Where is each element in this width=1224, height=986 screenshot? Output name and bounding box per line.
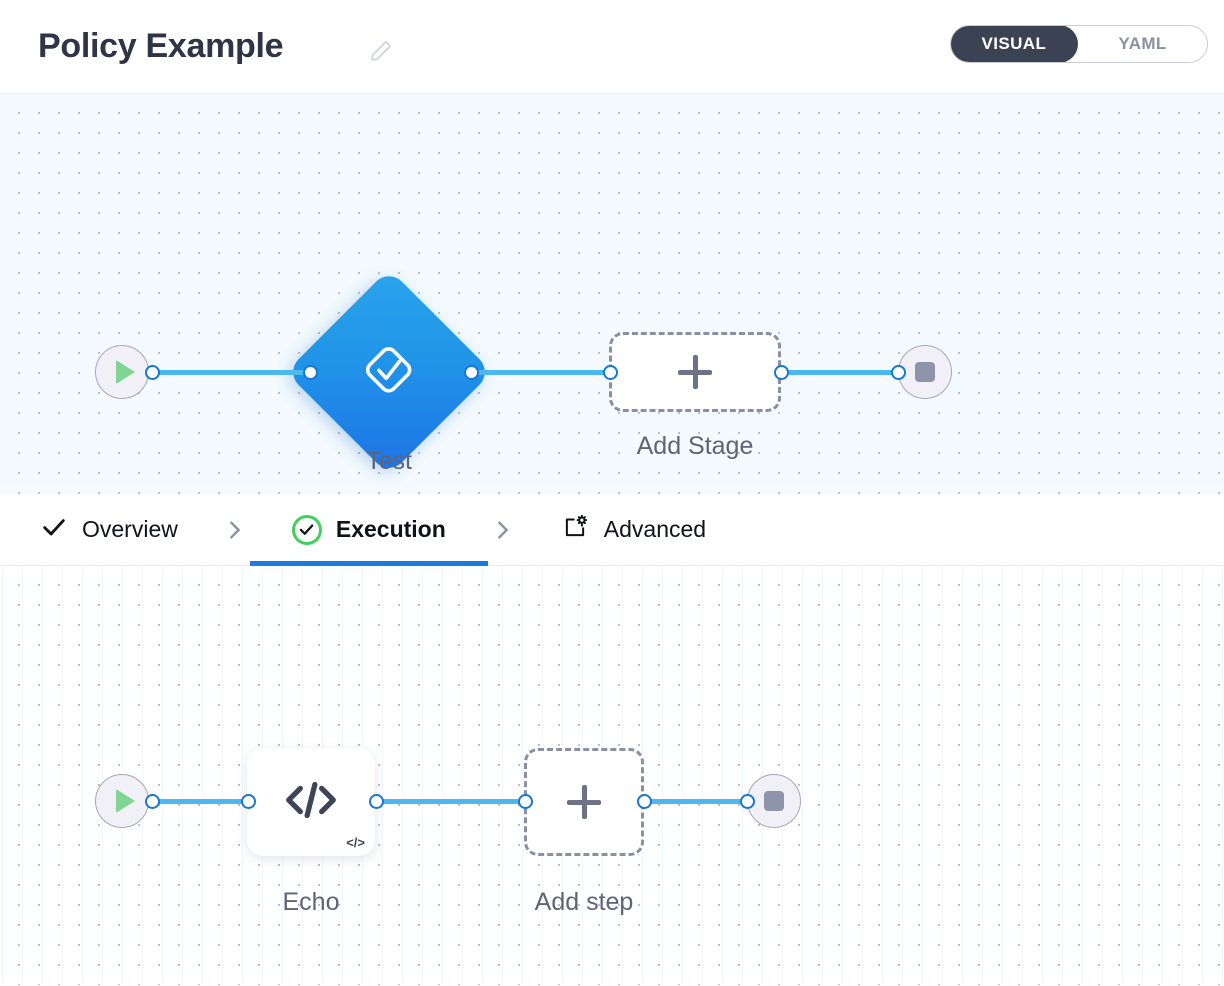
add-step-button[interactable]: [524, 748, 644, 856]
play-icon: [115, 360, 135, 384]
port-test-out[interactable]: [464, 365, 479, 380]
check-circle-icon: [291, 514, 322, 545]
tab-execution-label: Execution: [335, 516, 446, 542]
step-label-echo: Echo: [282, 888, 340, 916]
port-test-in[interactable]: [303, 365, 318, 380]
tab-overview-label: Overview: [82, 516, 178, 542]
step-label-add: Add step: [534, 888, 634, 916]
stage-end-node[interactable]: [898, 345, 952, 399]
port-echo-in[interactable]: [241, 794, 256, 809]
settings-box-icon: [560, 512, 590, 547]
toggle-option-yaml[interactable]: YAML: [1118, 34, 1167, 53]
add-stage-button[interactable]: [609, 332, 781, 412]
stage-diamond: [285, 268, 493, 476]
stage-label-add: Add Stage: [636, 432, 754, 460]
page-title: Policy Example: [38, 27, 284, 65]
start-circle: [95, 345, 149, 399]
plus-icon: [678, 355, 712, 389]
port-end-in[interactable]: [891, 365, 906, 380]
check-icon: [40, 513, 68, 546]
page-header: Policy Example VISUAL YAML: [0, 0, 1224, 93]
step-badge-code: </>: [346, 835, 365, 850]
play-icon: [115, 789, 135, 813]
port-echo-out[interactable]: [369, 794, 384, 809]
edge-start-test: [152, 370, 310, 375]
pencil-icon[interactable]: [368, 38, 394, 64]
port-addstep-out[interactable]: [637, 794, 652, 809]
stage-node-test[interactable]: [285, 268, 493, 476]
step-canvas[interactable]: </> Echo Add step: [0, 566, 1224, 985]
stop-icon: [915, 362, 935, 382]
step-end-node[interactable]: [747, 774, 801, 828]
plus-icon: [567, 785, 601, 819]
code-icon: [280, 774, 342, 831]
end-circle-step: [747, 774, 801, 828]
edge-addstage-end: [781, 370, 895, 375]
view-mode-toggle[interactable]: VISUAL YAML: [950, 25, 1208, 63]
port-addstep-in[interactable]: [518, 794, 533, 809]
toggle-option-visual[interactable]: VISUAL: [951, 26, 1079, 62]
end-circle: [898, 345, 952, 399]
step-node-echo[interactable]: </>: [247, 748, 375, 856]
check-diamond-icon: [360, 341, 418, 404]
edge-test-addstage: [471, 370, 611, 375]
port-step-end-in[interactable]: [740, 794, 755, 809]
port-addstage-out[interactable]: [774, 365, 789, 380]
stage-label-test: Test: [366, 447, 412, 475]
stage-start-node[interactable]: [95, 345, 149, 399]
port-addstage-in[interactable]: [603, 365, 618, 380]
port-step-start-out[interactable]: [145, 794, 160, 809]
chevron-right-icon: [224, 515, 246, 545]
tab-overview[interactable]: Overview: [40, 494, 178, 566]
start-circle-step: [95, 774, 149, 828]
chevron-right-icon-2: [492, 515, 514, 545]
edge-start-echo: [152, 799, 248, 804]
step-start-node[interactable]: [95, 774, 149, 828]
edge-echo-addstep: [376, 799, 520, 804]
tab-execution[interactable]: Execution: [249, 494, 488, 566]
edge-addstep-end: [644, 799, 744, 804]
stage-canvas[interactable]: Test Add Stage: [0, 93, 1224, 494]
tab-bar[interactable]: Overview Execution Advanced: [0, 494, 1224, 566]
port-start-out[interactable]: [145, 365, 160, 380]
tab-advanced[interactable]: Advanced: [560, 494, 706, 566]
tab-advanced-label: Advanced: [603, 516, 707, 542]
stop-icon: [764, 791, 784, 811]
